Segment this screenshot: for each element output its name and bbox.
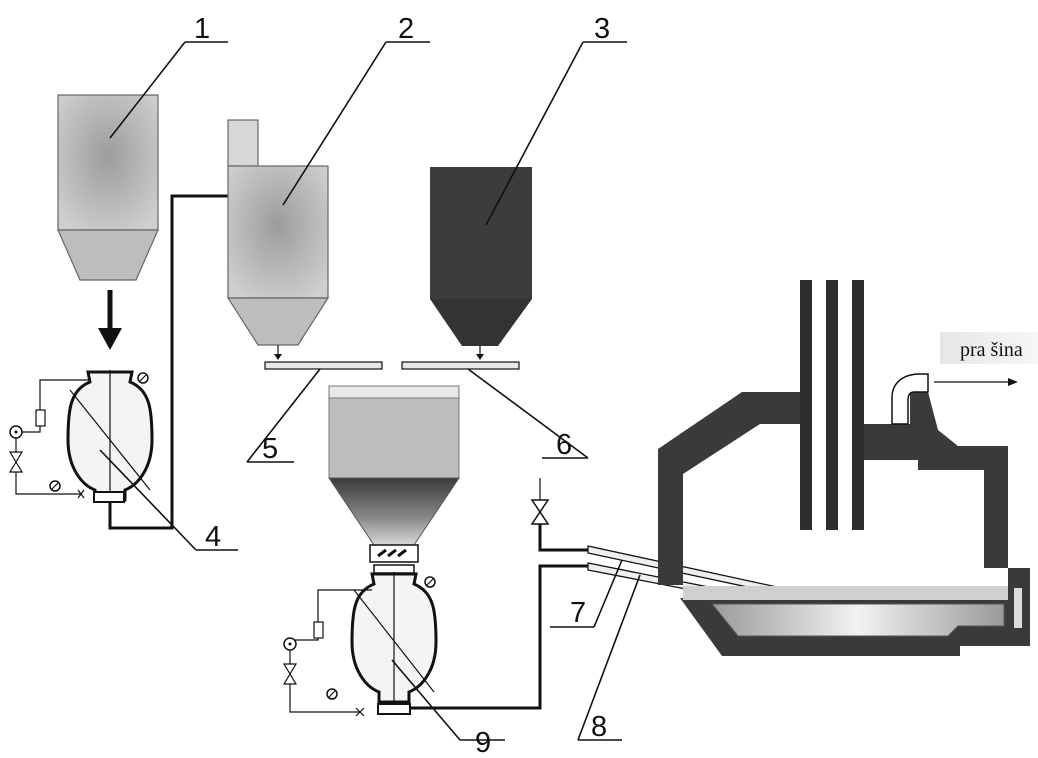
silo-1 bbox=[57, 94, 159, 281]
dust-label-box bbox=[940, 332, 1038, 364]
label-4: 4 bbox=[205, 521, 221, 553]
label-6: 6 bbox=[556, 429, 572, 461]
dust-arrow-icon bbox=[934, 378, 1018, 386]
label-5: 5 bbox=[262, 433, 278, 465]
label-9: 9 bbox=[475, 727, 491, 758]
leader-lines bbox=[99, 41, 641, 741]
conveyor-6 bbox=[401, 361, 520, 370]
gas-inlet bbox=[530, 478, 590, 552]
silo-3 bbox=[430, 167, 532, 360]
label-7: 7 bbox=[570, 597, 586, 629]
pressure-vessel-4 bbox=[8, 194, 228, 530]
feed-arrow-icon bbox=[98, 290, 122, 350]
label-3: 3 bbox=[594, 13, 610, 45]
conveyor-5 bbox=[264, 361, 383, 370]
silo-2 bbox=[226, 119, 330, 360]
label-2: 2 bbox=[398, 13, 414, 45]
dust-label: pra šina bbox=[960, 339, 1023, 361]
label-8: 8 bbox=[591, 711, 607, 743]
pressure-vessel-9 bbox=[282, 564, 590, 717]
label-1: 1 bbox=[194, 13, 210, 45]
mixing-hopper bbox=[328, 385, 460, 574]
electric-arc-furnace bbox=[658, 280, 1030, 656]
